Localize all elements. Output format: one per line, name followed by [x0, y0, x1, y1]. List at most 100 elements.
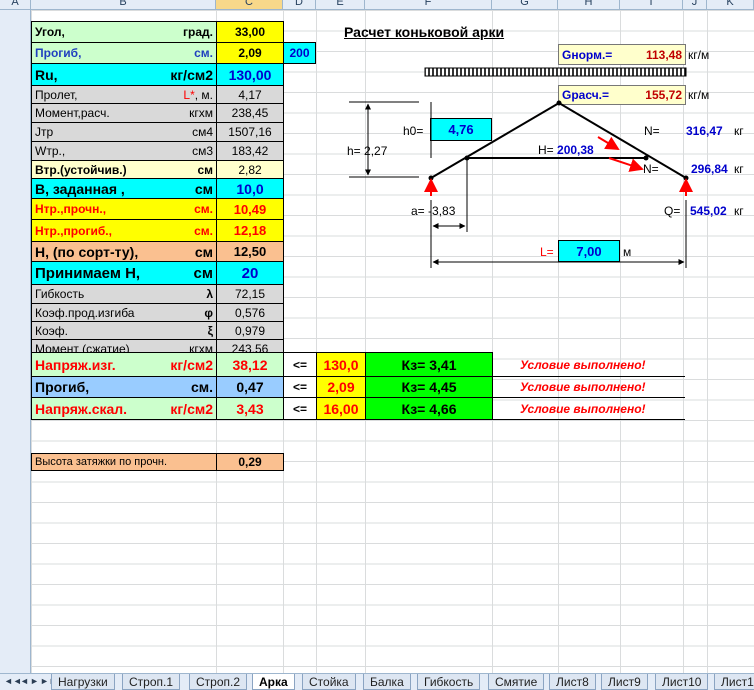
check-underline	[492, 419, 685, 420]
a-label-text: a=	[411, 204, 425, 218]
column-header-D[interactable]: D	[283, 0, 316, 9]
N1-value: 316,47	[686, 124, 723, 138]
gnorm-box[interactable]: Gнорм.=113,48	[558, 44, 686, 65]
param-value-ru[interactable]: 130,00	[216, 63, 284, 86]
N1-unit: кг	[734, 124, 744, 138]
param-value-htr-deflection[interactable]: 12,18	[216, 219, 284, 242]
param-value-moment[interactable]: 238,45	[216, 103, 284, 123]
check-op-shear-stress[interactable]: <=	[283, 397, 317, 420]
tab-rafter2[interactable]: Строп.2	[189, 674, 248, 690]
N2-value: 296,84	[691, 162, 728, 176]
check-limit-bending-stress[interactable]: 130,0	[316, 352, 366, 377]
L-value[interactable]: 7,00	[558, 240, 620, 262]
a-label: a= -3,83	[411, 204, 455, 218]
grid-line	[365, 10, 366, 673]
param-value-htr-strength[interactable]: 10,49	[216, 198, 284, 220]
tab-sheet10[interactable]: Лист10	[655, 674, 709, 690]
column-header-F[interactable]: F	[365, 0, 492, 9]
param-value-slenderness[interactable]: 72,15	[216, 284, 284, 304]
tab-loads[interactable]: Нагрузки	[51, 674, 115, 690]
check-kz-shear-stress[interactable]: Кз= 4,66	[365, 397, 493, 420]
param-label-b-given[interactable]: В, заданная ,см	[31, 178, 217, 199]
check-kz-deflection[interactable]: Кз= 4,45	[365, 376, 493, 398]
column-header-A[interactable]: A	[0, 0, 31, 9]
diagram-title: Расчет коньковой арки	[344, 24, 505, 40]
check-result-bending-stress: Условие выполнено!	[520, 358, 646, 372]
param-label-htr-deflection[interactable]: Нтр.,прогиб.,см.	[31, 219, 217, 242]
check-value-deflection[interactable]: 0,47	[216, 376, 284, 398]
H-force: H= 200,38	[538, 143, 594, 157]
support-left	[428, 175, 434, 181]
force-N2-arrow	[608, 157, 644, 172]
arch-left-rafter	[430, 102, 560, 179]
tab-crushing[interactable]: Смятие	[488, 674, 545, 690]
column-header-G[interactable]: G	[492, 0, 558, 9]
sheet-tabs-bar: ◄◄ ◄ ► ►► Нагрузки Строп.1 Строп.2 Арка …	[0, 673, 754, 690]
check-label-shear-stress[interactable]: Напряж.скал.кг/см2	[31, 397, 217, 420]
param-value-span[interactable]: 4,17	[216, 85, 284, 104]
column-header-C[interactable]: C	[216, 0, 283, 9]
N2-label: N=	[643, 162, 659, 176]
tie-node-right	[643, 155, 649, 161]
Q-value: 545,02	[690, 204, 727, 218]
gnorm-unit: кг/м	[688, 48, 710, 62]
grid-line	[683, 10, 684, 673]
grid-line	[558, 10, 559, 673]
param-label-deflection[interactable]: Прогиб,см.	[31, 42, 217, 64]
column-header-I[interactable]: I	[620, 0, 683, 9]
column-header-B[interactable]: B	[31, 0, 216, 9]
grid-line	[620, 10, 621, 673]
ridge-node	[556, 100, 562, 106]
tie-label[interactable]: Высота затяжки по прочн.	[31, 453, 217, 471]
check-result-shear-stress: Условие выполнено!	[520, 402, 646, 416]
tab-flexibility[interactable]: Гибкость	[417, 674, 481, 690]
tab-first-icon[interactable]: ◄◄	[4, 676, 22, 686]
arch-right-rafter	[558, 102, 687, 179]
H-label: H=	[538, 143, 554, 157]
tab-sheet1[interactable]: Лист1	[714, 674, 754, 690]
param-label-htr-strength[interactable]: Нтр.,прочн.,см.	[31, 198, 217, 220]
grid-line	[707, 10, 708, 673]
tab-rafter1[interactable]: Строп.1	[122, 674, 181, 690]
N2-unit: кг	[734, 162, 744, 176]
h-label-text: h=	[347, 144, 361, 158]
tab-next-icon[interactable]: ►	[30, 676, 39, 686]
check-label-bending-stress[interactable]: Напряж.изг.кг/см2	[31, 352, 217, 377]
column-header-bar	[0, 0, 754, 10]
grasch-box[interactable]: Gрасч.=155,72	[558, 85, 686, 105]
param-deflection-ratio[interactable]: 200	[283, 42, 316, 64]
column-header-E[interactable]: E	[316, 0, 365, 9]
H-value: 200,38	[557, 143, 594, 157]
tab-sheet9[interactable]: Лист9	[601, 674, 648, 690]
column-header-J[interactable]: J	[683, 0, 707, 9]
L-label: L=	[540, 245, 554, 259]
check-underline	[492, 376, 685, 377]
a-value: -3,83	[428, 204, 456, 218]
force-N1-arrow	[597, 136, 620, 151]
row-header-bar	[0, 10, 31, 673]
tab-arch[interactable]: Арка	[252, 674, 295, 690]
tab-prev-icon[interactable]: ◄	[20, 676, 29, 686]
check-result-deflection: Условие выполнено!	[520, 380, 646, 394]
tab-post[interactable]: Стойка	[302, 674, 356, 690]
N1-label: N=	[644, 124, 660, 138]
tab-beam[interactable]: Балка	[363, 674, 411, 690]
grid-line	[316, 10, 317, 673]
param-value-h-accepted[interactable]: 20	[216, 261, 284, 285]
tie-value[interactable]: 0,29	[216, 453, 284, 471]
param-label-span[interactable]: Пролет,L*, м.	[31, 85, 217, 104]
tab-sheet8[interactable]: Лист8	[549, 674, 596, 690]
L-unit: м	[623, 245, 632, 259]
check-underline	[492, 397, 685, 398]
param-label-wtr[interactable]: Wтр.,см3	[31, 141, 217, 161]
tab-last-icon[interactable]: ►►	[40, 676, 58, 686]
check-kz-bending-stress[interactable]: Кз= 3,41	[365, 352, 493, 377]
h0-label: h0=	[403, 124, 424, 138]
load-hatch-bar	[424, 67, 687, 77]
column-header-H[interactable]: H	[558, 0, 620, 9]
check-limit-shear-stress[interactable]: 16,00	[316, 397, 366, 420]
